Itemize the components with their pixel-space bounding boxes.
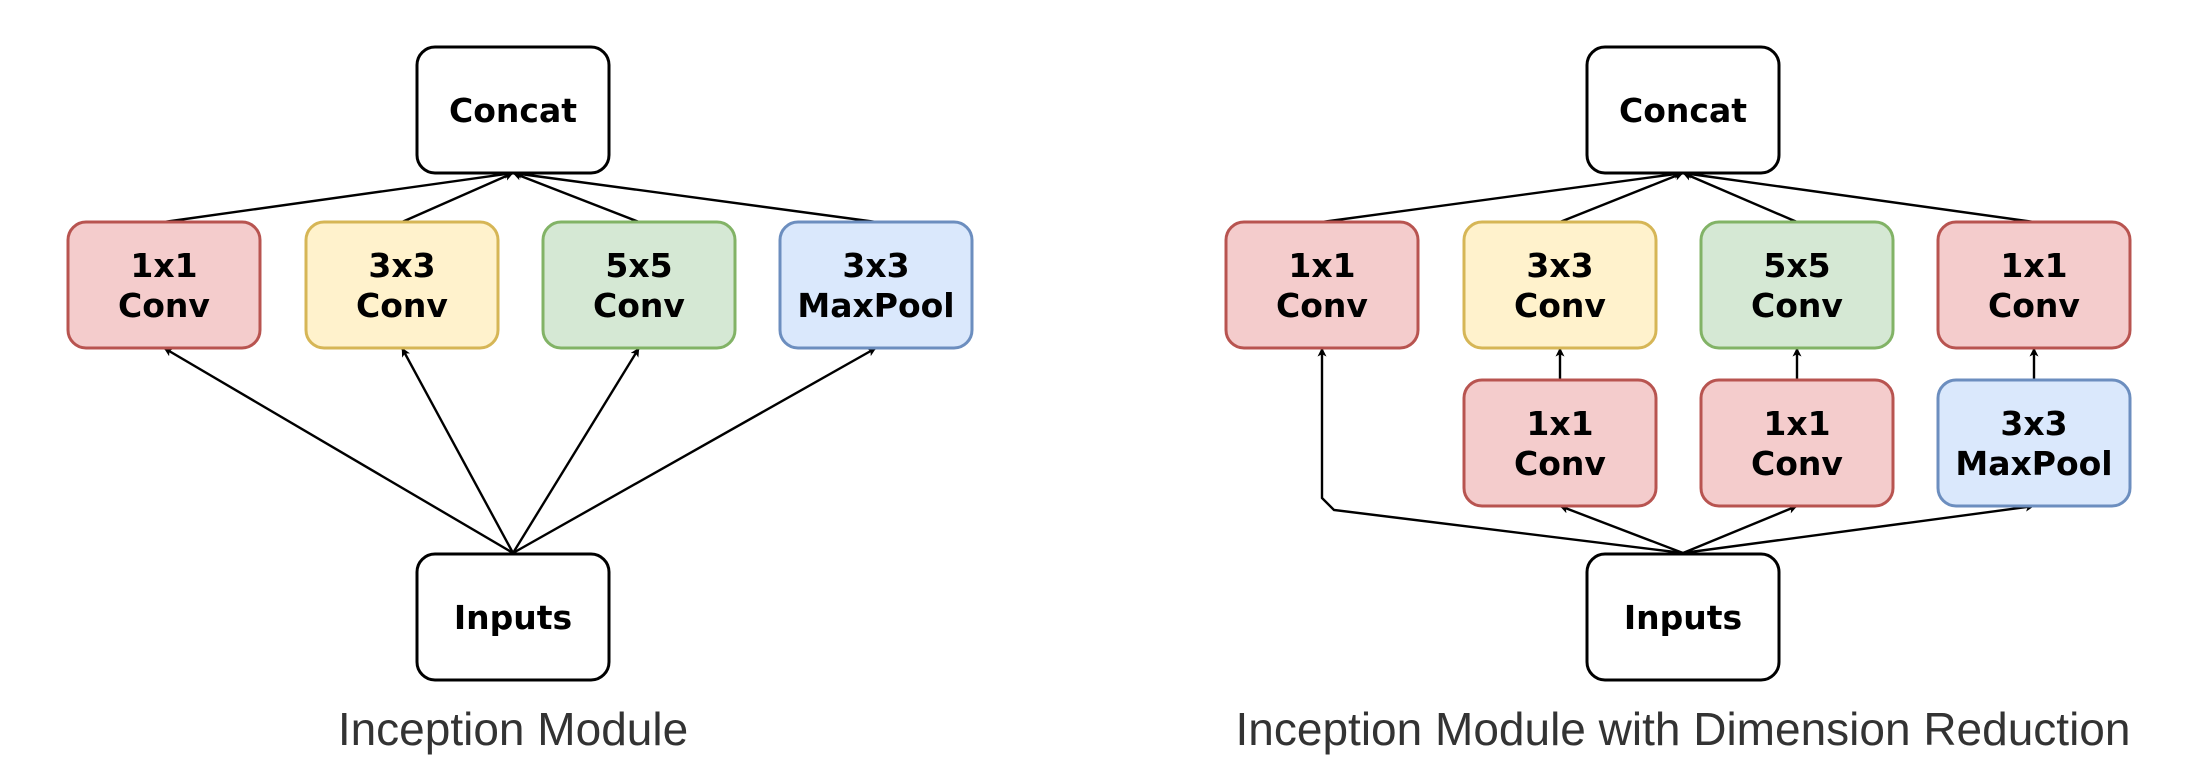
right-branch-2-label: Conv xyxy=(1751,286,1843,325)
right-reduction-0-box xyxy=(1462,378,1658,508)
nodes: ConcatInputs1x1Conv3x3Conv5x5Conv3x3MaxP… xyxy=(66,45,2132,682)
right-reduction-0-label: 1x1 xyxy=(1526,404,1593,443)
right-edge-branch-0-to-concat xyxy=(1321,169,1684,224)
right-concat-node: Concat xyxy=(1585,45,1781,175)
right-module-caption: Inception Module with Dimension Reductio… xyxy=(1236,703,2131,755)
right-edge-inputs-to-reduction-0 xyxy=(1559,504,1684,555)
left-branch-2-box xyxy=(541,220,737,350)
right-edge-inputs-to-branch-0 xyxy=(1317,347,1684,555)
left-branch-2-label: 5x5 xyxy=(605,246,672,285)
right-concat-node-label: Concat xyxy=(1619,91,1747,130)
right-branch-3-label: Conv xyxy=(1988,286,2080,325)
right-branch-2-box xyxy=(1699,220,1895,350)
right-concat-node-box xyxy=(1585,45,1781,175)
left-branch-0-box xyxy=(66,220,262,350)
left-inputs-node-box xyxy=(415,552,611,682)
right-reduction-1-box xyxy=(1699,378,1895,508)
right-reduction-2-label: 3x3 xyxy=(2000,404,2067,443)
right-branch-1-label: 3x3 xyxy=(1526,246,1593,285)
left-branch-0-label: Conv xyxy=(118,286,210,325)
left-branch-3-box xyxy=(778,220,974,350)
right-branch-3-label: 1x1 xyxy=(2000,246,2067,285)
left-edge-inputs-to-branch-2 xyxy=(511,347,641,554)
right-branch-0-label: 1x1 xyxy=(1288,246,1355,285)
right-branch-1-box xyxy=(1462,220,1658,350)
right-reduction-1-label: 1x1 xyxy=(1763,404,1830,443)
left-module-caption: Inception Module xyxy=(338,703,688,755)
left-edge-branch-3-to-concat xyxy=(512,169,877,224)
left-inputs-node: Inputs xyxy=(415,552,611,682)
right-inputs-node-label: Inputs xyxy=(1624,598,1742,637)
right-edge-branch-1-to-concat xyxy=(1559,171,1684,224)
left-branch-0-label: 1x1 xyxy=(130,246,197,285)
right-branch-3-box xyxy=(1936,220,2132,350)
left-edge-branch-0-to-concat xyxy=(163,169,514,224)
left-concat-node: Concat xyxy=(415,45,611,175)
left-branch-3-label: 3x3 xyxy=(842,246,909,285)
right-edge-inputs-to-reduction-2 xyxy=(1682,502,2035,555)
left-inputs-node-label: Inputs xyxy=(454,598,572,637)
left-branch-1-label: 3x3 xyxy=(368,246,435,285)
right-reduction-2-box xyxy=(1936,378,2132,508)
right-reduction-0-label: Conv xyxy=(1514,444,1606,483)
right-edge-branch-3-to-concat xyxy=(1682,169,2035,224)
right-branch-0-box xyxy=(1224,220,1420,350)
left-concat-node-label: Concat xyxy=(449,91,577,130)
right-reduction-1-label: Conv xyxy=(1751,444,1843,483)
right-inputs-node: Inputs xyxy=(1585,552,1781,682)
left-edge-inputs-to-branch-3 xyxy=(512,346,877,555)
right-inputs-node-box xyxy=(1585,552,1781,682)
left-branch-3-label: MaxPool xyxy=(797,286,954,325)
left-branch-1-box xyxy=(304,220,500,350)
right-branch-2-label: 5x5 xyxy=(1763,246,1830,285)
left-edge-branch-1-to-concat xyxy=(401,171,514,224)
right-edge-inputs-to-reduction-1 xyxy=(1682,504,1798,555)
left-branch-2-label: Conv xyxy=(593,286,685,325)
left-edge-inputs-to-branch-0 xyxy=(163,346,514,555)
edges xyxy=(163,169,2039,555)
right-branch-0-label: Conv xyxy=(1276,286,1368,325)
left-edge-branch-2-to-concat xyxy=(512,171,640,224)
right-reduction-2-label: MaxPool xyxy=(1955,444,2112,483)
left-branch-1-label: Conv xyxy=(356,286,448,325)
left-edge-inputs-to-branch-1 xyxy=(400,347,515,554)
left-concat-node-box xyxy=(415,45,611,175)
right-branch-1-label: Conv xyxy=(1514,286,1606,325)
captions: Inception Module Inception Module with D… xyxy=(338,703,2131,755)
right-edge-branch-2-to-concat xyxy=(1682,171,1798,224)
